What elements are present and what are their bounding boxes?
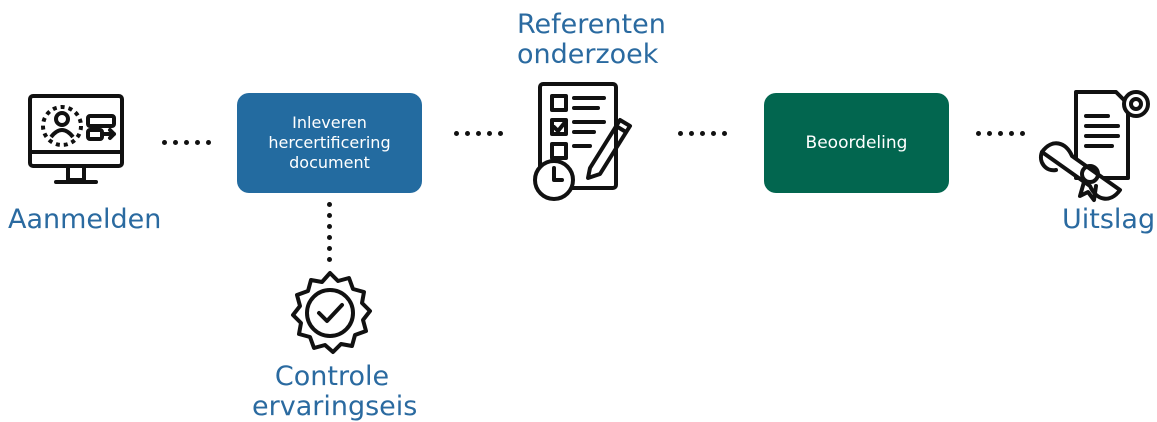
referenten-line1: Referenten [517,9,666,40]
controle-line1: Controle [274,361,390,392]
check-badge-icon [291,271,372,354]
label-referenten: Referenten onderzoek [517,10,666,70]
connector-dots [162,139,211,145]
inleveren-line1: Inleveren [292,113,367,132]
connector-vertical-dots [326,202,332,262]
referenten-line2: onderzoek [517,39,659,70]
inleveren-line3: document [289,153,370,172]
step-aanmelden [18,92,138,202]
connector-dots [976,130,1025,136]
label-uitslag: Uitslag [1062,204,1156,235]
step-controle [282,265,378,361]
step-referenten [528,80,638,204]
step-beoordeling-box: Beoordeling [764,93,949,193]
checklist-clipboard-icon [533,82,632,201]
connector-dots [454,130,503,136]
step-inleveren-box: Inleveren hercertificering document [237,93,422,193]
certificate-diploma-icon [1039,90,1150,202]
controle-line2: ervaringseis [252,391,418,422]
beoordeling-label: Beoordeling [805,133,908,153]
label-aanmelden: Aanmelden [8,204,162,235]
label-controle: Controle ervaringseis [252,361,418,422]
inleveren-line2: hercertificering [268,133,391,152]
computer-user-icon [28,94,124,184]
step-uitslag [1036,82,1157,204]
connector-dots [678,130,727,136]
